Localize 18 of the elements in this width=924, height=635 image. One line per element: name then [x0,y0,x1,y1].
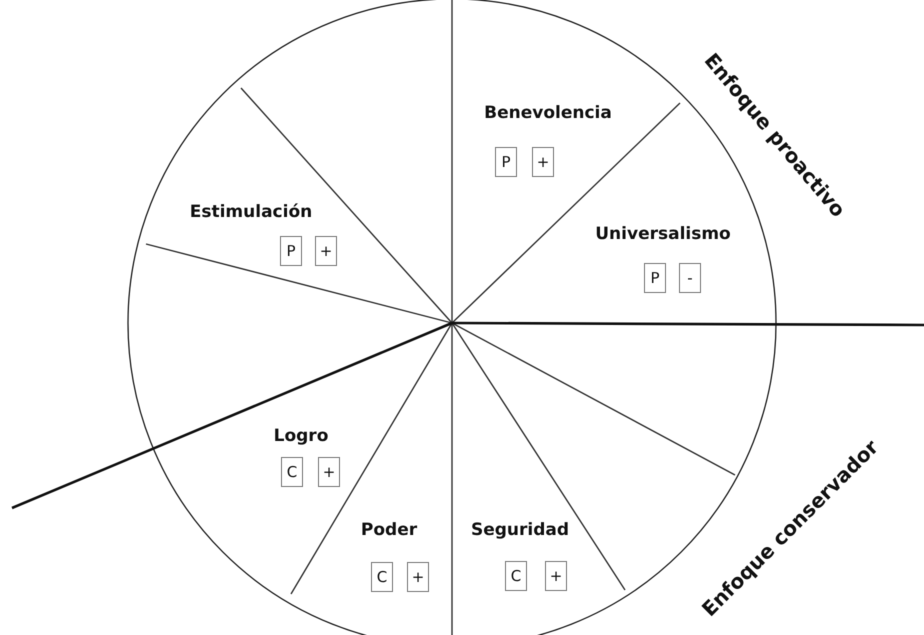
sector-label: Poder [360,520,418,540]
letter-box: C [371,562,393,592]
letter-box: + [532,147,554,177]
letter-box: C [281,457,303,487]
sector-label: Seguridad [470,520,570,540]
sector-label: Benevolencia [484,103,612,123]
letter-box: C [505,561,527,591]
sector-label: Logro [274,426,328,446]
letter-box: - [679,263,701,293]
sector-label: Universalismo [595,224,731,244]
letter-box: + [318,457,340,487]
letter-box: + [407,562,429,592]
letter-box: + [545,561,567,591]
letter-box: P [495,147,517,177]
letter-box: + [315,236,337,266]
letter-box: P [644,263,666,293]
sector-label: Estimulación [190,202,312,222]
letter-box: P [280,236,302,266]
